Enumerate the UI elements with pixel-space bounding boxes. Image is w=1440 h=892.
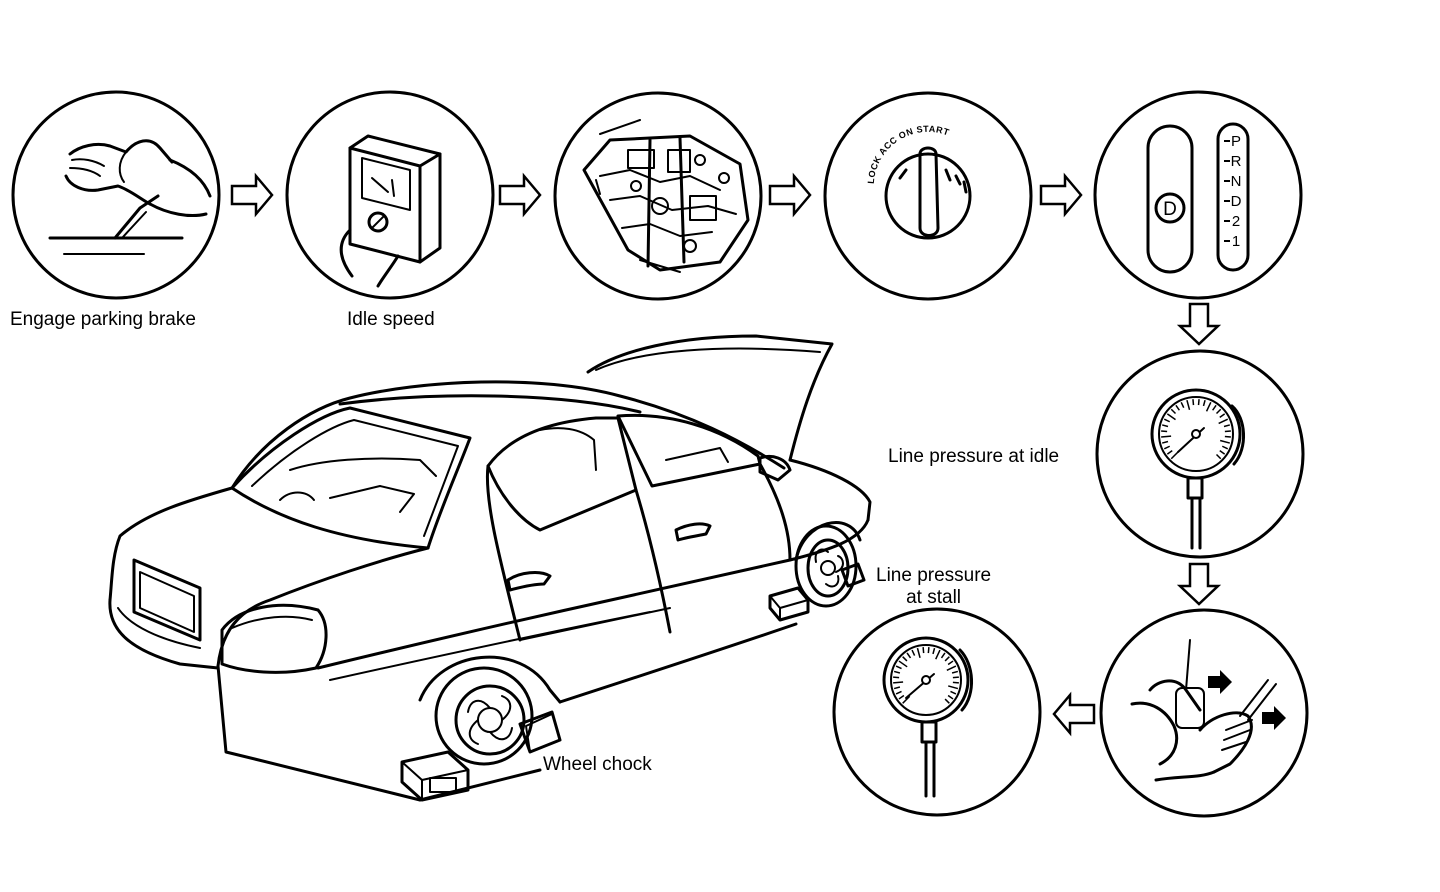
gauge-tick — [895, 690, 902, 695]
gauge-tick — [1224, 430, 1231, 433]
gauge-tick — [1219, 439, 1231, 444]
selector-position-R: R — [1231, 153, 1242, 170]
wheel-chock-icon — [400, 710, 562, 802]
gauge-tick — [1215, 408, 1222, 415]
gauge-tick — [893, 681, 904, 684]
gauge-tick — [1223, 424, 1231, 428]
gauge-tick — [944, 656, 950, 662]
gauge-tick — [1161, 424, 1169, 428]
label-line-pressure-stall-line2: at stall — [906, 587, 962, 608]
selector-position-2: 2 — [1232, 213, 1240, 230]
gauge-tick — [1218, 418, 1229, 425]
gauge-tick — [951, 670, 959, 674]
tachometer-icon — [285, 90, 495, 300]
gauge-tick — [1166, 413, 1176, 421]
gauge-tick — [1202, 399, 1206, 407]
gauge-tick — [927, 647, 930, 654]
gauge-tick — [1197, 399, 1200, 406]
gauge-tick — [1175, 404, 1180, 411]
gauge-tick — [940, 652, 946, 659]
gauge-tick — [922, 647, 925, 654]
parking-brake-hand-icon — [11, 90, 221, 300]
gauge-tick — [1205, 401, 1212, 412]
selector-position-N: N — [1231, 173, 1242, 190]
arrow-right-icon — [498, 172, 542, 218]
gauge-tick — [898, 660, 908, 668]
gauge-ticks — [1161, 399, 1231, 460]
gauge-tick — [1219, 413, 1226, 418]
gauge-tick — [895, 665, 902, 670]
arrow-down-icon — [1176, 302, 1222, 346]
gauge-tick — [1163, 445, 1171, 450]
gauge-tick — [911, 649, 916, 656]
gauge-tick — [893, 670, 901, 674]
gauge-tick — [1161, 430, 1168, 433]
gauge-tick — [1163, 418, 1171, 423]
gauge-tick — [1219, 450, 1226, 455]
gauge-tick — [947, 660, 954, 666]
gauge-tick — [1215, 453, 1222, 460]
gauge-ticks — [893, 647, 959, 704]
gauge-tick — [902, 695, 911, 704]
arrow-left-icon — [1052, 691, 1096, 737]
gauge-tick — [1170, 451, 1179, 460]
gauge-tick — [893, 686, 901, 690]
label-engage-parking-brake: Engage parking brake — [10, 309, 196, 330]
gauge-tick — [1166, 450, 1173, 455]
gauge-tick — [1161, 440, 1169, 444]
gauge-tick — [1192, 399, 1195, 406]
pressure-gauge-icon — [832, 607, 1042, 817]
selector-position-D: D — [1231, 193, 1242, 210]
gauge-tick — [944, 698, 950, 704]
gauge-tick — [902, 656, 908, 662]
label-line-pressure-idle: Line pressure at idle — [888, 446, 1060, 467]
pressure-gauge-icon — [1095, 349, 1305, 559]
wheel-chock-icon — [768, 562, 866, 622]
gauge-tick — [932, 647, 936, 655]
gauge-tick — [1212, 404, 1217, 411]
selector-position-P: P — [1231, 133, 1241, 150]
gauge-tick — [948, 685, 959, 690]
gauge-tick — [1170, 408, 1177, 415]
gauge-tick — [1180, 401, 1185, 409]
gauge-tick — [1224, 435, 1231, 438]
gauge-tick — [952, 681, 959, 684]
label-line-pressure-stall: Line pressure at stall — [876, 565, 991, 609]
gauge-tick — [935, 649, 941, 660]
gauge-tick — [898, 694, 905, 700]
gauge-tick — [947, 694, 954, 700]
gauge-tick — [950, 690, 957, 695]
gauge-tick — [1161, 435, 1172, 438]
arrow-down-icon — [1176, 562, 1222, 606]
throttle-body-icon — [553, 91, 763, 301]
label-wheel-chock: Wheel chock — [543, 754, 652, 775]
gauge-tick — [916, 647, 921, 658]
gauge-tick — [906, 652, 912, 659]
gauge-tick — [946, 665, 957, 671]
label-idle-speed: Idle speed — [347, 309, 435, 330]
arrow-right-icon — [230, 172, 274, 218]
gauge-tick — [893, 676, 900, 679]
gauge-tick — [1186, 399, 1191, 411]
car-icon — [108, 334, 872, 802]
pedals-icon — [1099, 608, 1309, 818]
gauge-tick — [1221, 445, 1229, 450]
selector-position-1: 1 — [1232, 233, 1240, 250]
gauge-tick — [952, 676, 959, 679]
label-line-pressure-stall-line1: Line pressure — [876, 565, 992, 586]
arrow-right-icon — [768, 172, 812, 218]
selected-gear-text: D — [1163, 199, 1177, 220]
arrow-right-icon — [1039, 172, 1083, 218]
ignition-switch-icon: LOCK ACC ON START — [823, 91, 1033, 301]
